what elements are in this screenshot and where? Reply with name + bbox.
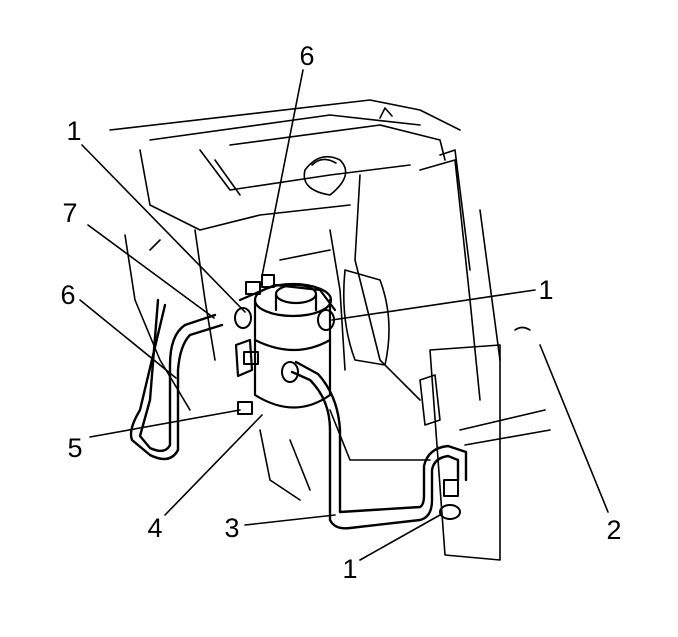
callout-2: 2 — [606, 515, 622, 545]
body-structure — [109, 99, 551, 561]
callout-6-top: 6 — [299, 41, 315, 71]
callout-7: 7 — [62, 198, 78, 228]
callout-4: 4 — [147, 513, 163, 543]
bolts — [234, 274, 461, 520]
hose-left — [129, 298, 224, 461]
callout-1-top-left: 1 — [66, 116, 82, 146]
callout-1-bottom: 1 — [342, 554, 358, 584]
accumulator — [234, 282, 337, 409]
pipe-lower — [290, 360, 468, 530]
callout-1-right: 1 — [538, 275, 554, 305]
callout-6-left: 6 — [60, 280, 76, 310]
leader-lines — [79, 69, 609, 561]
callout-5: 5 — [67, 433, 83, 463]
callout-3: 3 — [224, 513, 240, 543]
